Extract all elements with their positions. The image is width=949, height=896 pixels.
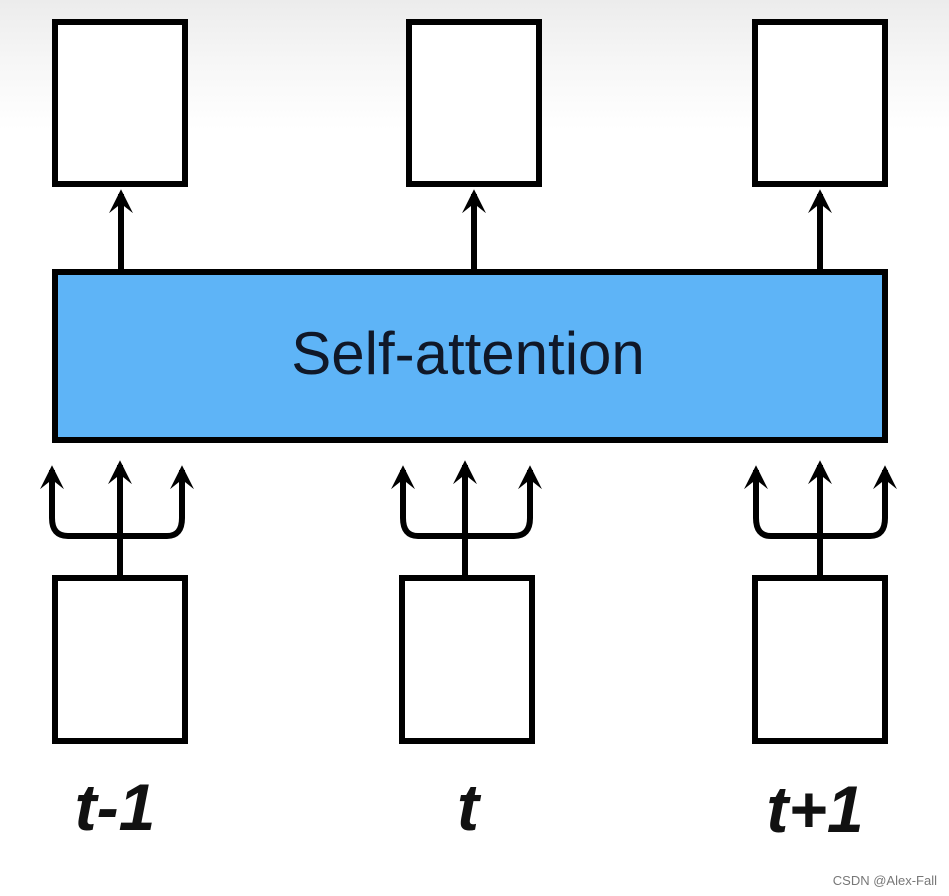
output-box-t bbox=[406, 19, 542, 187]
timestep-label-t-1: t-1 bbox=[75, 770, 156, 844]
output-box-t-1 bbox=[52, 19, 188, 187]
timestep-label-t+1: t+1 bbox=[766, 772, 863, 846]
input-fanout-t+1 bbox=[744, 460, 897, 578]
self-attention-block bbox=[52, 269, 888, 443]
input-box-t bbox=[399, 575, 535, 744]
self-attention-label: Self-attention bbox=[291, 320, 645, 387]
output-box-t+1 bbox=[752, 19, 888, 187]
input-box-t-1 bbox=[52, 575, 188, 744]
timestep-label-t: t bbox=[457, 770, 482, 844]
input-fanout-t-1 bbox=[40, 460, 194, 578]
watermark-text: CSDN @Alex-Fall bbox=[832, 873, 937, 888]
input-fanout-t bbox=[391, 460, 542, 578]
input-box-t+1 bbox=[752, 575, 888, 744]
